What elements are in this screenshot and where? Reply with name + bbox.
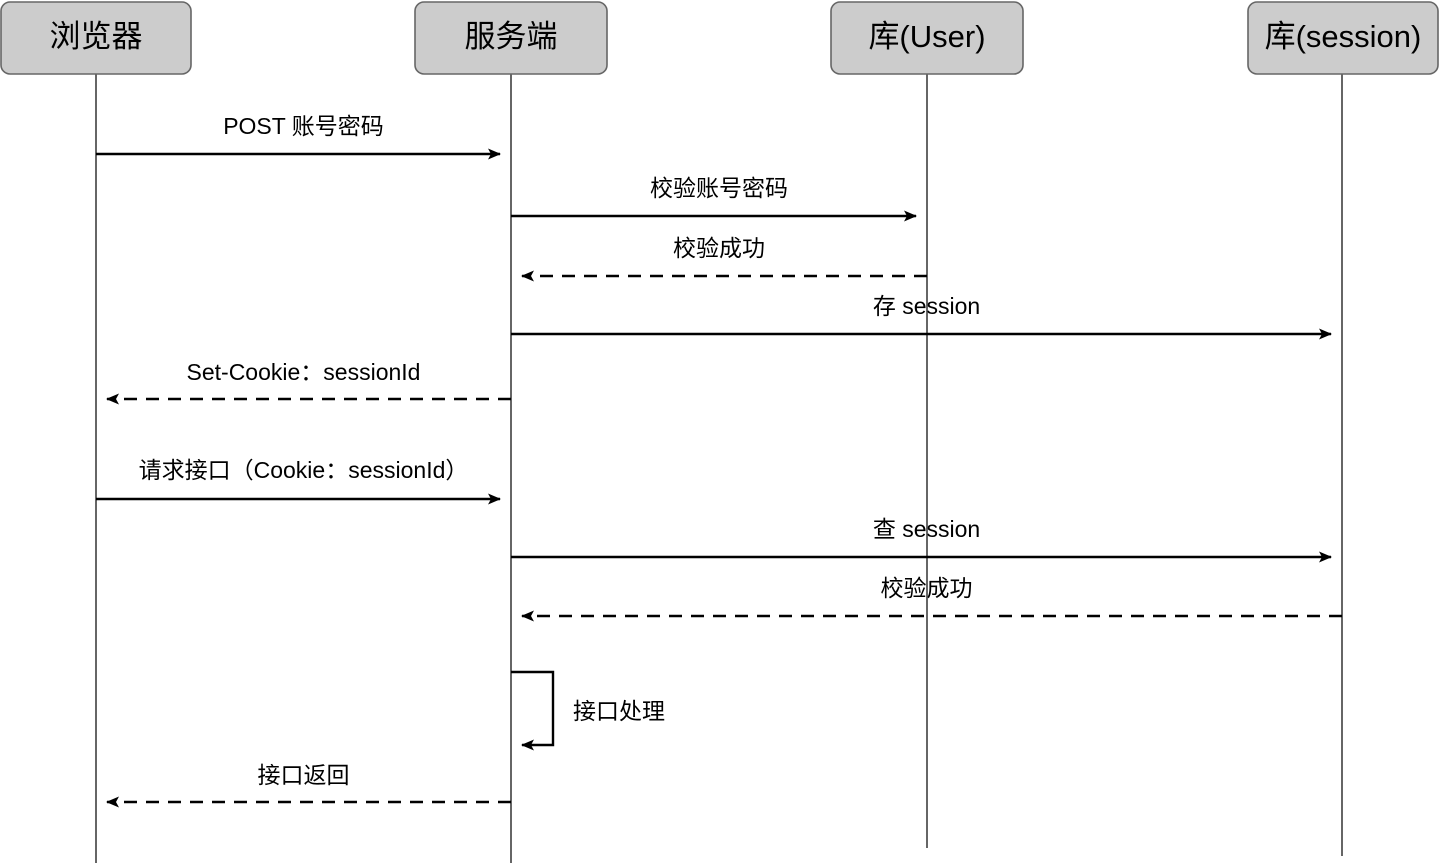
self-message-m9: 接口处理 xyxy=(511,670,665,751)
message-label-m3: 校验成功 xyxy=(673,235,765,261)
message-m1: POST 账号密码 xyxy=(96,113,501,160)
message-m10: 接口返回 xyxy=(106,762,511,808)
participant-box-browser xyxy=(0,1,192,75)
participant-box-db_user xyxy=(830,1,1024,75)
participant-server[interactable]: 服务端 xyxy=(414,1,608,75)
participant-db_session[interactable]: 库(session) xyxy=(1247,1,1439,75)
message-label-m7: 查 session xyxy=(873,516,980,542)
self-message-label-m9: 接口处理 xyxy=(573,698,665,724)
message-m3: 校验成功 xyxy=(521,235,927,282)
participant-label-browser: 浏览器 xyxy=(50,19,143,54)
message-label-m8: 校验成功 xyxy=(881,575,973,601)
participant-label-db_user: 库(User) xyxy=(868,19,985,54)
message-label-m6: 请求接口（Cookie：sessionId） xyxy=(139,457,469,483)
message-label-m2: 校验账号密码 xyxy=(650,175,788,201)
message-m7: 查 session xyxy=(511,516,1332,563)
self-message-arrow-m9 xyxy=(511,670,555,751)
participant-box-server xyxy=(414,1,608,75)
participant-box-db_session xyxy=(1247,1,1439,75)
participants-group: 浏览器 服务端 库(User) 库(session) xyxy=(0,1,1439,75)
message-label-m5: Set-Cookie：sessionId xyxy=(187,359,421,385)
participant-browser[interactable]: 浏览器 xyxy=(0,1,192,75)
message-m6: 请求接口（Cookie：sessionId） xyxy=(96,457,501,505)
message-m4: 存 session xyxy=(511,293,1332,340)
message-m8: 校验成功 xyxy=(521,575,1342,622)
lifelines-group xyxy=(95,74,1343,863)
message-label-m10: 接口返回 xyxy=(258,762,350,788)
message-m5: Set-Cookie：sessionId xyxy=(106,359,511,405)
message-m2: 校验账号密码 xyxy=(511,175,917,222)
participant-label-db_session: 库(session) xyxy=(1265,19,1422,54)
message-label-m1: POST 账号密码 xyxy=(223,113,384,139)
participant-db_user[interactable]: 库(User) xyxy=(830,1,1024,75)
participant-label-server: 服务端 xyxy=(465,19,558,54)
message-label-m4: 存 session xyxy=(873,293,980,319)
